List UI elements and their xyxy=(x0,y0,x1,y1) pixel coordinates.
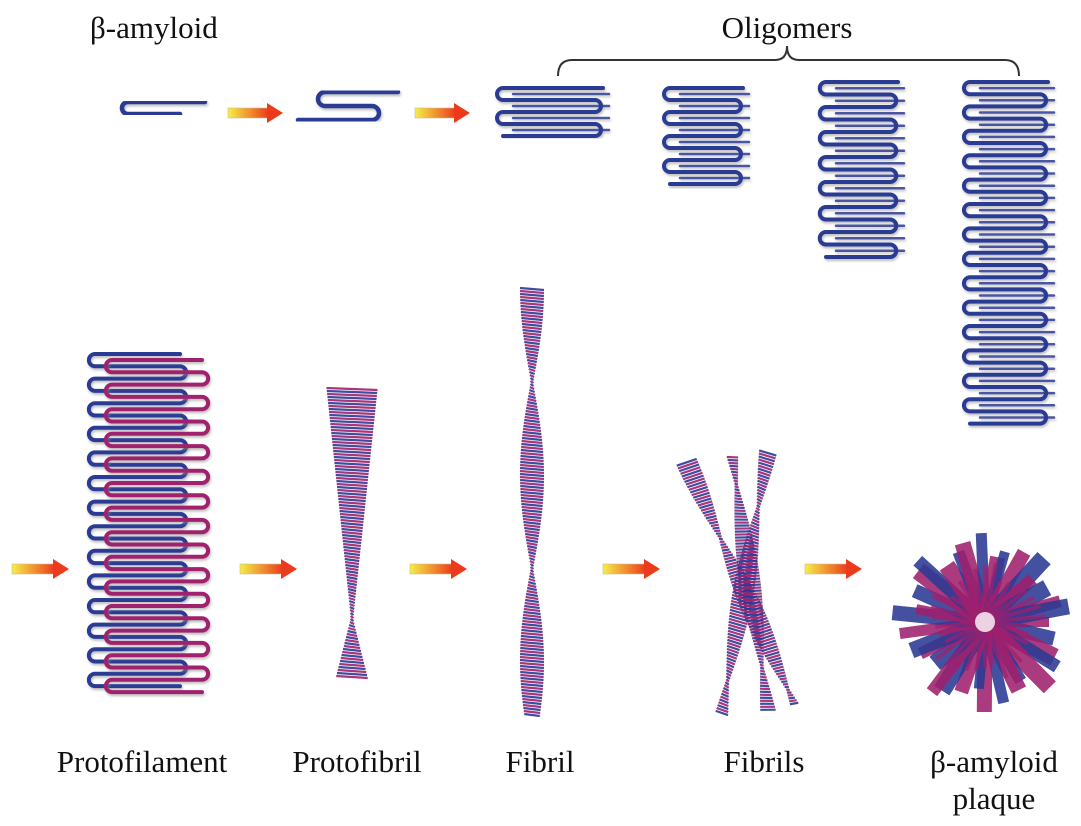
dimer-s-shape xyxy=(298,92,398,120)
oligomer-small xyxy=(497,88,609,136)
fibrils-label: Fibrils xyxy=(724,746,805,777)
fibril-ribbon xyxy=(520,288,544,716)
arrow-dimer-to-oligomer xyxy=(415,103,470,123)
beta-amyloid-label: β-amyloid xyxy=(90,12,218,43)
plaque-label-line2: plaque xyxy=(953,783,1036,814)
monomer-hairpin xyxy=(122,102,205,114)
arrow-to-fibrils xyxy=(603,559,660,579)
protofibril-ribbon xyxy=(327,388,378,678)
arrow-monomer-to-dimer xyxy=(228,103,283,123)
oligomer-xlarge xyxy=(964,82,1054,424)
arrow-to-protofilament xyxy=(12,559,69,579)
arrow-to-fibril xyxy=(410,559,467,579)
arrow-to-protofibril xyxy=(240,559,297,579)
oligomers-label: Oligomers xyxy=(722,12,853,43)
oligomers-bracket xyxy=(558,46,1019,76)
plaque-label-line1: β-amyloid xyxy=(930,746,1058,777)
amyloid-plaque-cluster xyxy=(892,533,1068,712)
protofibril-label: Protofibril xyxy=(292,746,421,777)
oligomer-medium xyxy=(664,88,749,184)
arrow-to-plaque xyxy=(805,559,862,579)
protofilament-label: Protofilament xyxy=(57,746,227,777)
oligomer-large xyxy=(820,82,904,257)
fibril-label: Fibril xyxy=(506,746,575,777)
